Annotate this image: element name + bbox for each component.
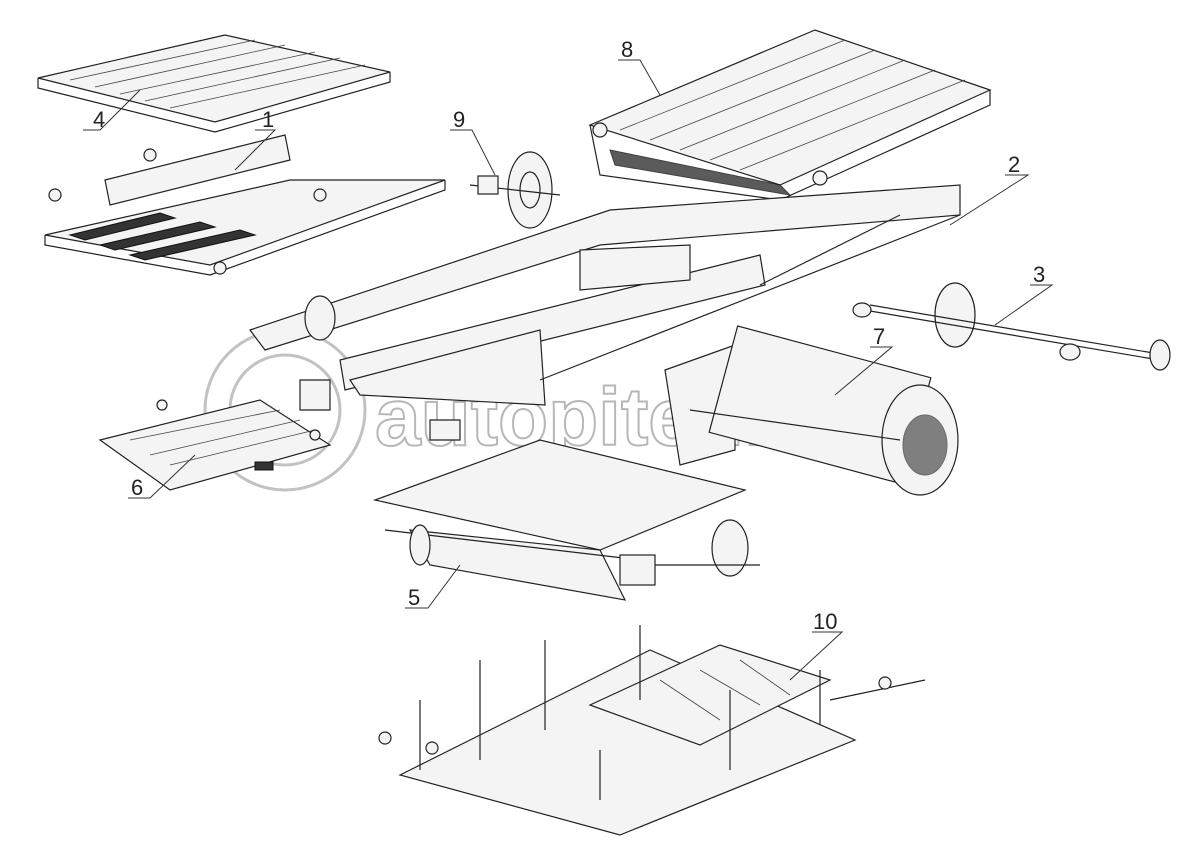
svg-text:5: 5 [408,585,420,610]
part-5-auger [372,439,760,601]
part-2-frame [249,184,961,441]
callout-7: 7 [834,324,894,396]
callout-6: 6 [128,454,196,500]
part-10-chassis [378,625,926,836]
svg-text:2: 2 [1008,152,1020,177]
part-4-sieve [37,34,391,133]
part-6-pan [98,399,332,491]
callout-4: 4 [83,89,141,132]
callout-8: 8 [618,37,661,96]
svg-text:8: 8 [621,37,633,62]
svg-text:7: 7 [873,324,885,349]
callout-9: 9 [450,107,496,176]
callout-3: 3 [994,262,1054,326]
callout-1: 1 [234,107,277,171]
callout-10: 10 [789,609,844,681]
svg-text:6: 6 [131,475,143,500]
svg-text:3: 3 [1033,262,1045,287]
svg-text:9: 9 [453,107,465,132]
part-7-fan [664,325,959,496]
part-1-sieve-frame [44,134,446,276]
callout-5: 5 [405,564,461,610]
svg-text:1: 1 [262,107,274,132]
svg-text:4: 4 [93,107,105,132]
part-3-axle [852,282,1171,371]
part-9-pulley [469,151,561,229]
part-8-sieve [588,29,992,201]
svg-text:10: 10 [813,609,837,634]
callout-2: 2 [949,152,1030,226]
